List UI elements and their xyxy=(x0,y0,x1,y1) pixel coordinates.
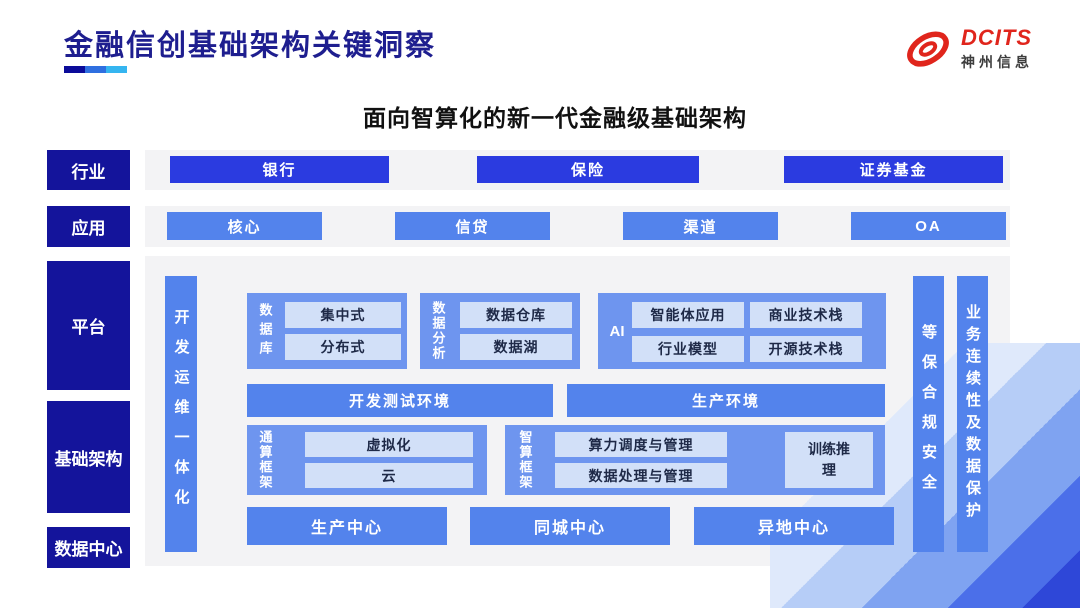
title-underline xyxy=(64,66,127,73)
logo-brand-text: DCITS xyxy=(961,24,1032,50)
application-item-channel: 渠道 xyxy=(623,212,778,240)
center-remote: 异地中心 xyxy=(694,507,894,545)
ai-item-opensource-stack: 开源技术栈 xyxy=(750,336,862,362)
application-item-credit: 信贷 xyxy=(395,212,550,240)
logo-swirl-icon xyxy=(907,31,949,67)
ai-item-industry-model: 行业模型 xyxy=(632,336,744,362)
application-item-oa: OA xyxy=(851,212,1006,240)
diagram-title: 面向智算化的新一代金融级基础架构 xyxy=(363,105,747,131)
row-label-industry: 行业 xyxy=(47,150,130,190)
general-compute-group: 通算框架 虚拟化 云 xyxy=(247,425,487,495)
security-vertical-bar: 等保合规安全 xyxy=(913,276,944,552)
underline-seg-dark xyxy=(64,66,85,73)
general-compute-item-virtualization: 虚拟化 xyxy=(305,432,473,457)
database-group-label: 数据库 xyxy=(257,302,273,360)
smart-compute-group-label: 智算框架 xyxy=(517,430,533,490)
devops-vertical-bar: 开发运维一体化 xyxy=(165,276,197,552)
underline-seg-light xyxy=(106,66,127,73)
smart-compute-item-dataprocessing: 数据处理与管理 xyxy=(555,463,727,488)
ai-item-agent-app: 智能体应用 xyxy=(632,302,744,328)
ai-item-commercial-stack: 商业技术栈 xyxy=(750,302,862,328)
database-item-centralized: 集中式 xyxy=(285,302,401,328)
page-title: 金融信创基础架构关键洞察 xyxy=(64,30,437,62)
row-label-platform: 平台 xyxy=(47,261,130,390)
industry-item-insurance: 保险 xyxy=(477,156,699,183)
production-environment-bar: 生产环境 xyxy=(567,384,885,417)
center-same-city: 同城中心 xyxy=(470,507,670,545)
analytics-item-warehouse: 数据仓库 xyxy=(460,302,572,328)
database-item-distributed: 分布式 xyxy=(285,334,401,360)
center-production: 生产中心 xyxy=(247,507,447,545)
ai-group: AI 智能体应用 商业技术栈 行业模型 开源技术栈 xyxy=(598,293,886,369)
analytics-group: 数据分析 数据仓库 数据湖 xyxy=(420,293,580,369)
row-label-infrastructure: 基础架构 xyxy=(47,401,130,513)
database-group: 数据库 集中式 分布式 xyxy=(247,293,407,369)
row-label-application: 应用 xyxy=(47,206,130,247)
general-compute-group-label: 通算框架 xyxy=(257,430,273,490)
logo-company-text: 神州信息 xyxy=(961,53,1033,70)
smart-compute-item-training-inference: 训练推理 xyxy=(785,432,873,488)
analytics-group-label: 数据分析 xyxy=(430,301,446,361)
industry-item-bank: 银行 xyxy=(170,156,389,183)
devtest-environment-bar: 开发测试环境 xyxy=(247,384,553,417)
continuity-vertical-bar: 业务连续性及数据保护 xyxy=(957,276,988,552)
smart-compute-group: 智算框架 算力调度与管理 数据处理与管理 训练推理 xyxy=(505,425,885,495)
industry-item-securities: 证券基金 xyxy=(784,156,1003,183)
general-compute-item-cloud: 云 xyxy=(305,463,473,488)
application-item-core: 核心 xyxy=(167,212,322,240)
analytics-item-datalake: 数据湖 xyxy=(460,334,572,360)
smart-compute-item-scheduling: 算力调度与管理 xyxy=(555,432,727,457)
underline-seg-medium xyxy=(85,66,106,73)
company-logo: DCITS 神州信息 xyxy=(903,20,1048,78)
ai-group-label: AI xyxy=(609,322,625,340)
row-label-datacenter: 数据中心 xyxy=(47,527,130,568)
